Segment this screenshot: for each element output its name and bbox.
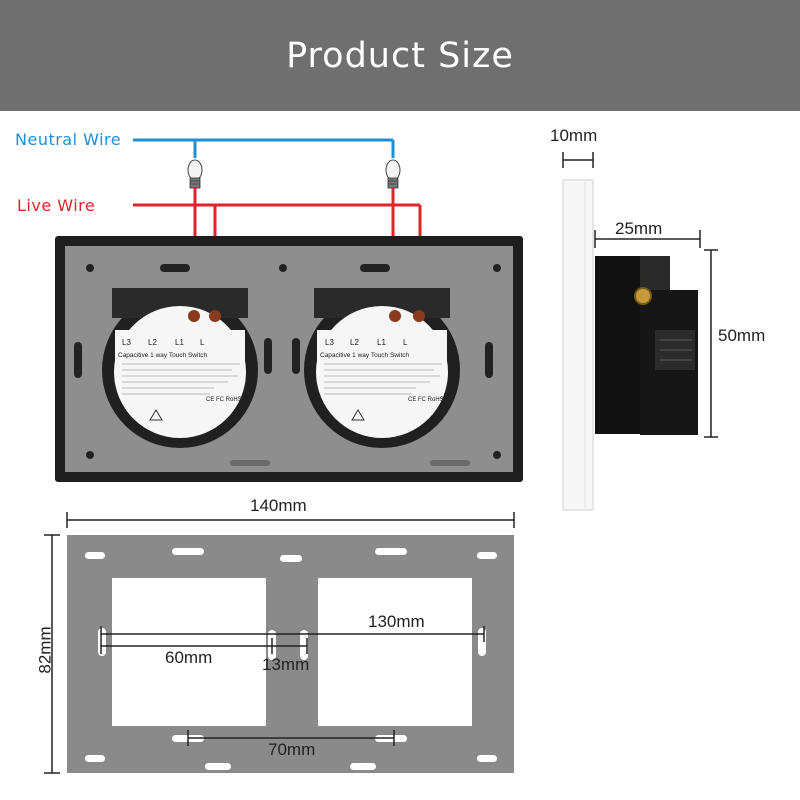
page-title: Product Size xyxy=(286,35,514,76)
terminal-label: L1 xyxy=(377,338,386,347)
cert-label: CE FC RoHS xyxy=(408,397,444,403)
hole-spacing-short-label: 60mm xyxy=(165,648,213,667)
switch-module-right: L3 L2 L1 L Capacitive 1 way Touch Switch… xyxy=(304,288,460,448)
neutral-wire-label: Neutral Wire xyxy=(15,130,122,149)
terminal-label: L xyxy=(200,338,205,347)
header-banner: Product Size xyxy=(0,0,800,111)
gap-label: 13mm xyxy=(262,655,310,674)
glass-thickness-label: 10mm xyxy=(550,126,598,145)
terminal-label: L3 xyxy=(122,338,131,347)
hole-spacing-long-label: 130mm xyxy=(368,612,425,631)
frame-height-label: 82mm xyxy=(35,626,55,674)
module-title: Capacitive 1 way Touch Switch xyxy=(320,352,410,359)
terminal-label: L2 xyxy=(350,338,359,347)
live-wire-label: Live Wire xyxy=(17,196,96,215)
cert-label: CE FC RoHS xyxy=(206,397,242,403)
mounting-frame xyxy=(44,512,515,774)
terminal-label: L3 xyxy=(325,338,334,347)
switch-module-left: L3 L2 L1 L Capacitive 1 way Touch Switch… xyxy=(102,288,258,448)
terminal-label: L2 xyxy=(148,338,157,347)
module-depth-label: 25mm xyxy=(615,219,663,238)
frame-width-label: 140mm xyxy=(250,496,307,515)
module-height-label: 50mm xyxy=(718,326,766,345)
module-title: Capacitive 1 way Touch Switch xyxy=(118,352,208,359)
side-view xyxy=(562,152,718,511)
terminal-label: L xyxy=(403,338,408,347)
bulb-icon xyxy=(187,159,203,189)
bottom-spacing-label: 70mm xyxy=(268,740,316,759)
terminal-label: L1 xyxy=(175,338,184,347)
bulb-icon xyxy=(385,159,401,189)
